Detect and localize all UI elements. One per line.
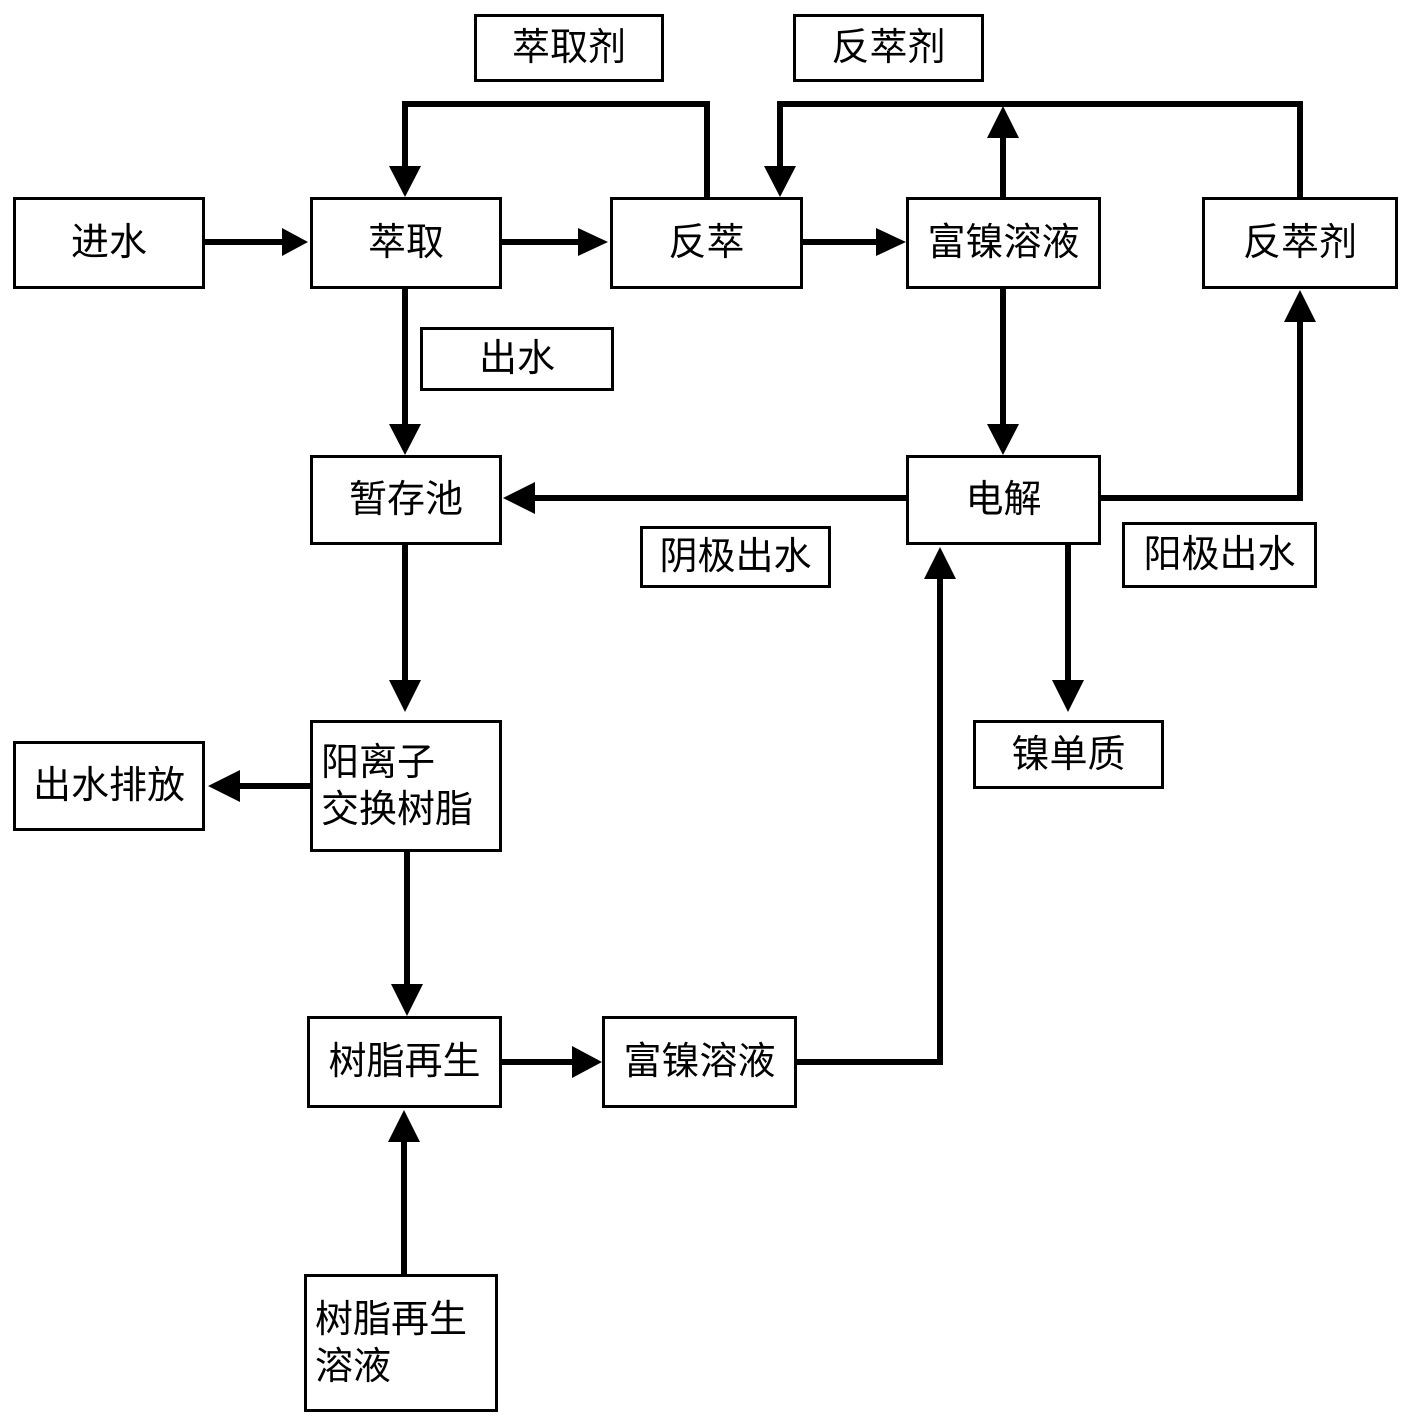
arrowhead: [388, 1110, 420, 1142]
label-cathode-water: 阴极出水: [640, 526, 831, 588]
arrowhead: [1052, 680, 1084, 712]
label-effluent: 出水: [420, 327, 614, 391]
arrowhead: [924, 547, 956, 579]
node-intake: 进水: [13, 197, 205, 289]
arrowhead: [389, 424, 421, 455]
node-stripping: 反萃: [610, 197, 803, 289]
arrowhead: [987, 106, 1019, 138]
node-nickel-metal: 镍单质: [973, 720, 1164, 789]
arrow-bottom-nickel-to-electrolysis: [797, 575, 943, 1065]
arrowhead: [876, 228, 906, 256]
arrowhead: [208, 770, 240, 802]
node-cation-exchange-resin: 阳离子 交换树脂: [310, 720, 502, 852]
node-discharge: 出水排放: [13, 741, 205, 831]
node-regen-solution-line2: 溶液: [315, 1344, 392, 1388]
arrowhead: [1284, 290, 1316, 322]
node-extraction: 萃取: [310, 197, 502, 289]
arrowhead: [503, 482, 535, 514]
node-strip-agent: 反萃剂: [1202, 197, 1398, 289]
arrowhead: [389, 680, 421, 712]
line-strip-agent-loop: [777, 101, 1303, 197]
node-nickel-solution-top: 富镍溶液: [906, 197, 1101, 289]
node-nickel-solution-bottom: 富镍溶液: [602, 1016, 797, 1108]
node-resin-regeneration: 树脂再生: [307, 1016, 502, 1108]
label-anode-water: 阳极出水: [1122, 522, 1317, 588]
node-storage-pool: 暂存池: [310, 455, 502, 545]
node-electrolysis: 电解: [906, 455, 1101, 545]
node-cation-exchange-resin-line2: 交换树脂: [321, 787, 474, 831]
arrowhead: [764, 166, 796, 197]
arrowhead: [282, 228, 308, 256]
node-regen-solution-line1: 树脂再生: [315, 1296, 468, 1341]
arrowhead: [987, 424, 1019, 455]
label-strip-agent-top: 反萃剂: [793, 14, 984, 82]
arrow-electrolysis-to-strip-agent: [1101, 318, 1303, 501]
line-extractant-loop: [402, 101, 710, 197]
label-extractant: 萃取剂: [474, 14, 664, 82]
node-cation-exchange-resin-line1: 阳离子: [321, 739, 436, 784]
arrowhead: [391, 984, 423, 1016]
node-regen-solution: 树脂再生 溶液: [304, 1274, 498, 1412]
arrowhead: [578, 228, 608, 256]
arrowhead: [572, 1046, 602, 1078]
arrowhead: [389, 166, 421, 197]
